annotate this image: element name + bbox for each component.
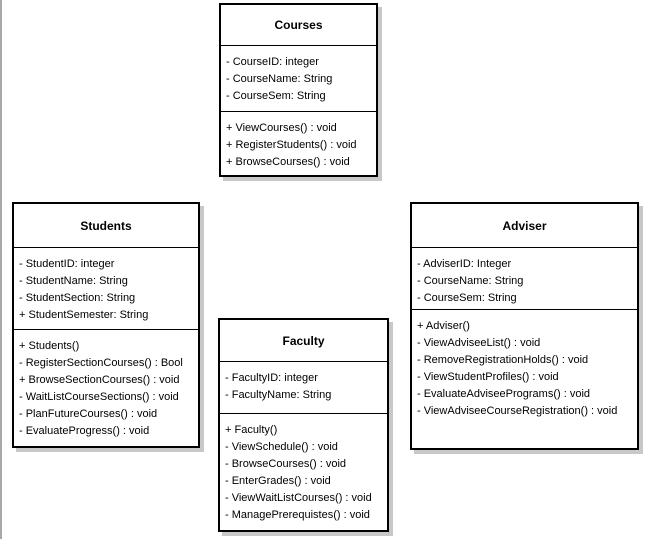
attribute-row: - StudentID: integer [19,258,115,270]
method-row: - EnterGrades() : void [225,475,331,487]
method-row: - ViewStudentProfiles() : void [417,371,559,383]
class-title-faculty: Faculty [220,320,387,362]
methods-section-faculty: + Faculty() - ViewSchedule() : void - Br… [220,414,387,530]
attribute-row: - FacultyID: integer [225,372,318,384]
method-row: - RegisterSectionCourses() : Bool [19,357,183,369]
method-row: + ViewCourses() : void [226,122,337,134]
attribute-row: - CourseName: String [226,73,333,85]
method-row: - ViewSchedule() : void [225,441,338,453]
method-row: + Adviser() [417,320,470,332]
method-row: - EvaluateProgress() : void [19,425,150,437]
method-row: - PlanFutureCourses() : void [19,408,158,420]
attribute-row: - CourseID: integer [226,56,319,68]
class-title-courses: Courses [221,5,376,46]
attribute-row: - StudentName: String [19,275,128,287]
method-row: - ViewAdviseeList() : void [417,337,541,349]
method-row: + Faculty() [225,424,278,436]
method-row: - WaitListCourseSections() : void [19,391,179,403]
class-box-adviser[interactable]: Adviser - AdviserID: Integer - CourseNam… [410,202,639,450]
method-row: - ViewWaitListCourses() : void [225,492,372,504]
attributes-section-faculty: - FacultyID: integer - FacultyName: Stri… [220,362,387,414]
class-box-students[interactable]: Students - StudentID: integer - StudentN… [12,202,200,448]
methods-section-students: + Students() - RegisterSectionCourses() … [14,330,198,446]
attribute-row: - StudentSection: String [19,292,136,304]
method-row: + Students() [19,340,80,352]
attributes-section-students: - StudentID: integer - StudentName: Stri… [14,248,198,330]
class-title-adviser: Adviser [412,204,637,248]
attributes-section-courses: - CourseID: integer - CourseName: String… [221,46,376,112]
class-box-courses[interactable]: Courses - CourseID: integer - CourseName… [219,3,378,177]
methods-section-adviser: + Adviser() - ViewAdviseeList() : void -… [412,310,637,448]
attribute-row: - FacultyName: String [225,389,332,401]
method-row: + BrowseCourses() : void [226,156,350,168]
methods-section-courses: + ViewCourses() : void + RegisterStudent… [221,112,376,175]
attribute-row: + StudentSemester: String [19,309,149,321]
class-title-students: Students [14,204,198,248]
method-row: - EvaluateAdviseePrograms() : void [417,388,591,400]
attribute-row: - CourseName: String [417,275,524,287]
class-box-faculty[interactable]: Faculty - FacultyID: integer - FacultyNa… [218,318,389,532]
attribute-row: - CourseSem: String [417,292,517,304]
attribute-row: - CourseSem: String [226,90,326,102]
method-row: - ViewAdviseeCourseRegistration() : void [417,405,618,417]
attribute-row: - AdviserID: Integer [417,258,512,270]
method-row: - ManagePrerequistes() : void [225,509,370,521]
method-row: - RemoveRegistrationHolds() : void [417,354,589,366]
method-row: + BrowseSectionCourses() : void [19,374,180,386]
method-row: - BrowseCourses() : void [225,458,347,470]
method-row: + RegisterStudents() : void [226,139,357,151]
attributes-section-adviser: - AdviserID: Integer - CourseName: Strin… [412,248,637,310]
